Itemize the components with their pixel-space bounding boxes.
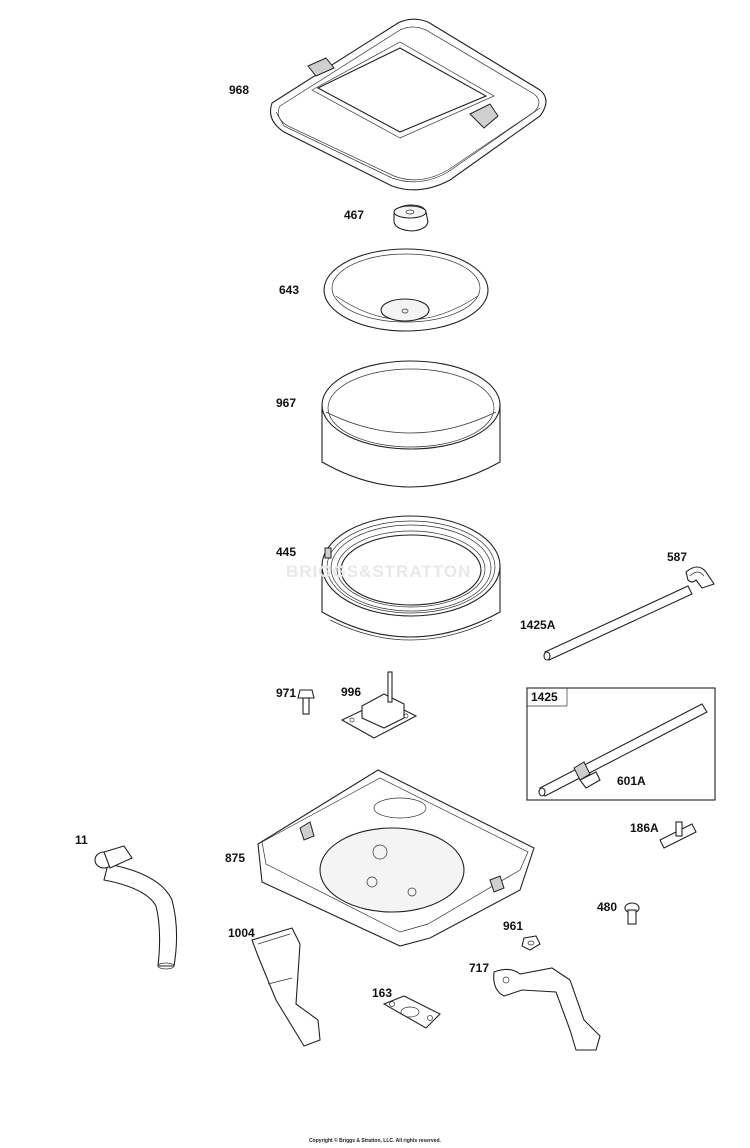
watermark: BRIGGS&STRATTON — [286, 562, 472, 581]
part-1425A-tube — [543, 585, 693, 661]
part-11-hose — [94, 845, 178, 970]
kit-1425-box — [526, 687, 716, 801]
part-875-base — [257, 769, 535, 947]
label-967: 967 — [276, 396, 297, 410]
part-445-filter — [321, 515, 501, 641]
part-643-dish — [323, 248, 489, 332]
label-11: 11 — [75, 833, 88, 847]
part-480-bolt — [624, 902, 640, 925]
label-1425: 1425 — [531, 690, 558, 704]
part-163-gasket — [382, 995, 441, 1029]
label-163: 163 — [372, 986, 393, 1000]
part-717-bracket — [493, 967, 601, 1051]
label-961: 961 — [503, 919, 524, 933]
part-968-cover — [269, 18, 547, 191]
part-967-precleaner — [321, 360, 501, 488]
label-186A: 186A — [630, 821, 659, 835]
label-480: 480 — [597, 900, 618, 914]
copyright-notice: Copyright © Briggs & Stratton, LLC. All … — [309, 1138, 441, 1144]
label-445: 445 — [276, 545, 297, 559]
part-961-nut — [521, 935, 541, 951]
label-601A: 601A — [617, 774, 646, 788]
part-971-bolt — [297, 689, 315, 715]
label-875: 875 — [225, 851, 246, 865]
label-996: 996 — [341, 685, 362, 699]
part-1004-duct — [251, 927, 321, 1047]
label-643: 643 — [279, 283, 300, 297]
label-587: 587 — [667, 550, 688, 564]
label-968: 968 — [229, 83, 250, 97]
part-467-knob — [393, 204, 429, 232]
part-587-clamp — [685, 566, 715, 589]
part-186A-fitting — [659, 821, 697, 849]
label-1004: 1004 — [228, 926, 255, 940]
label-717: 717 — [469, 961, 490, 975]
label-971: 971 — [276, 686, 297, 700]
label-467: 467 — [344, 208, 365, 222]
part-996-plate — [340, 671, 418, 739]
label-1425A: 1425A — [520, 618, 556, 632]
